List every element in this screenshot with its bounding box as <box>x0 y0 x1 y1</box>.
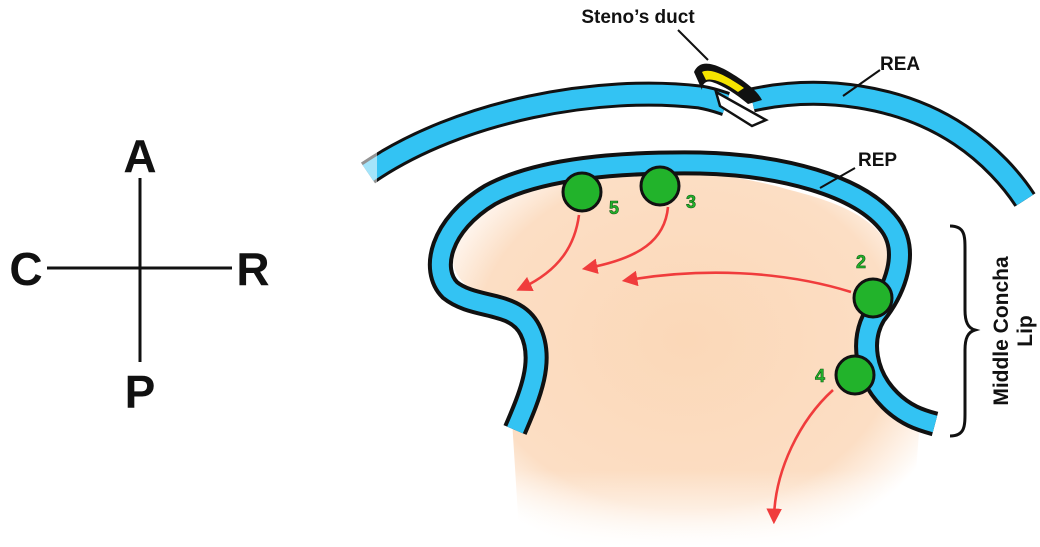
tissue-fade <box>480 470 940 547</box>
compass-caudal-label: C <box>9 243 42 295</box>
compass-anterior-label: A <box>123 130 156 182</box>
curly-brace <box>950 226 975 436</box>
bud-4-number: 4 <box>815 366 825 386</box>
middle-concha-label: Middle Concha <box>990 256 1013 406</box>
stenos-duct-leader <box>678 30 708 60</box>
rep-label: REP <box>858 150 897 171</box>
orientation-compass: A P C R <box>9 130 269 418</box>
bud-2-circle <box>854 279 892 317</box>
lip-label: Lip <box>1014 315 1037 347</box>
bud-5-circle <box>563 173 601 211</box>
bud-5-number: 5 <box>609 198 619 218</box>
compass-posterior-label: P <box>125 366 156 418</box>
bud-2-number: 2 <box>856 252 866 272</box>
stenos-duct-label: Steno’s duct <box>581 7 695 28</box>
compass-rostral-label: R <box>236 243 269 295</box>
rea-label: REA <box>880 54 920 75</box>
bud-3-number: 3 <box>686 192 696 212</box>
middle-concha-lip-bracket: Middle Concha Lip <box>950 226 1037 436</box>
bud-3-circle <box>641 167 679 205</box>
bud-4-circle <box>836 356 874 394</box>
